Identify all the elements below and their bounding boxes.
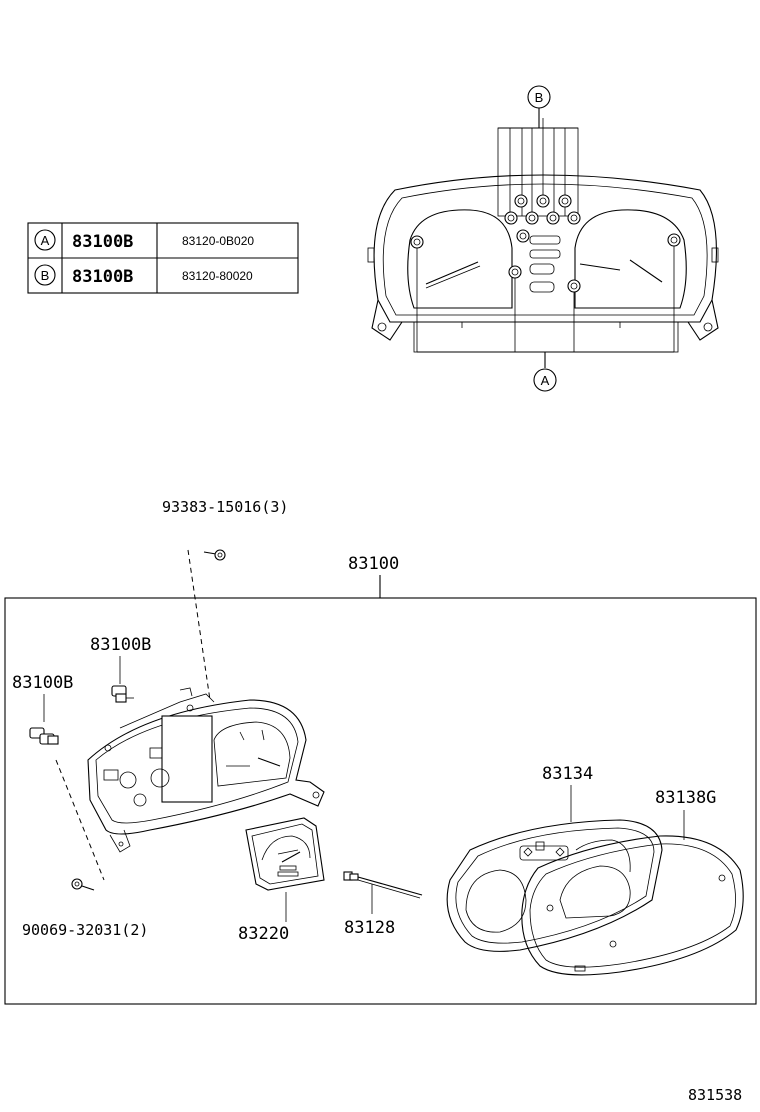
cluster-front-view: B A [367,85,719,392]
legend-row-a-code: 83120-0B020 [182,234,254,248]
screw-icon [71,878,95,891]
callout-assembly: 83100 [348,554,399,574]
socket-group-b [504,194,581,225]
cluster-cover [521,835,744,976]
needle-cable [343,871,423,899]
bulb-socket-left-icon [29,727,59,745]
socket-group-a [410,229,681,293]
legend-row-a-marker: A [41,233,50,248]
legend-row-a: A 83100B 83120-0B020 [34,229,254,252]
assembly-frame [4,597,757,1005]
cluster-body [87,687,325,853]
callout-needle-cable: 83128 [344,918,395,938]
legend-row-b-marker: B [41,268,50,283]
cluster-glass [446,819,663,952]
marker-b-icon [34,264,56,286]
callout-cover: 83138G [655,788,716,808]
callout-screw: 90069-32031(2) [22,921,148,939]
legend-row-a-part: 83100B [72,232,133,252]
bolt-icon [203,549,226,561]
legend-row-b: B 83100B 83120-80020 [34,264,253,287]
marker-a-bottom-icon [533,368,557,392]
dial-plate [245,817,325,891]
legend-row-b-part: 83100B [72,267,133,287]
marker-b-top-icon [527,85,551,109]
marker-a-icon [34,229,56,251]
callout-glass: 83134 [542,764,593,784]
callout-dial: 83220 [238,924,289,944]
callout-bulb-left: 83100B [12,673,73,693]
callout-bolt: 93383-15016(3) [162,498,288,516]
top-view-marker-b: B [535,90,544,105]
legend-table: A 83100B 83120-0B020 B 83100B 83120-8002… [27,222,299,294]
bulb-socket-upper-icon [111,685,134,703]
callout-bulb-upper: 83100B [90,635,151,655]
legend-row-b-code: 83120-80020 [182,269,253,283]
top-view-marker-a: A [541,373,550,388]
figure-id: 831538 [688,1086,742,1104]
